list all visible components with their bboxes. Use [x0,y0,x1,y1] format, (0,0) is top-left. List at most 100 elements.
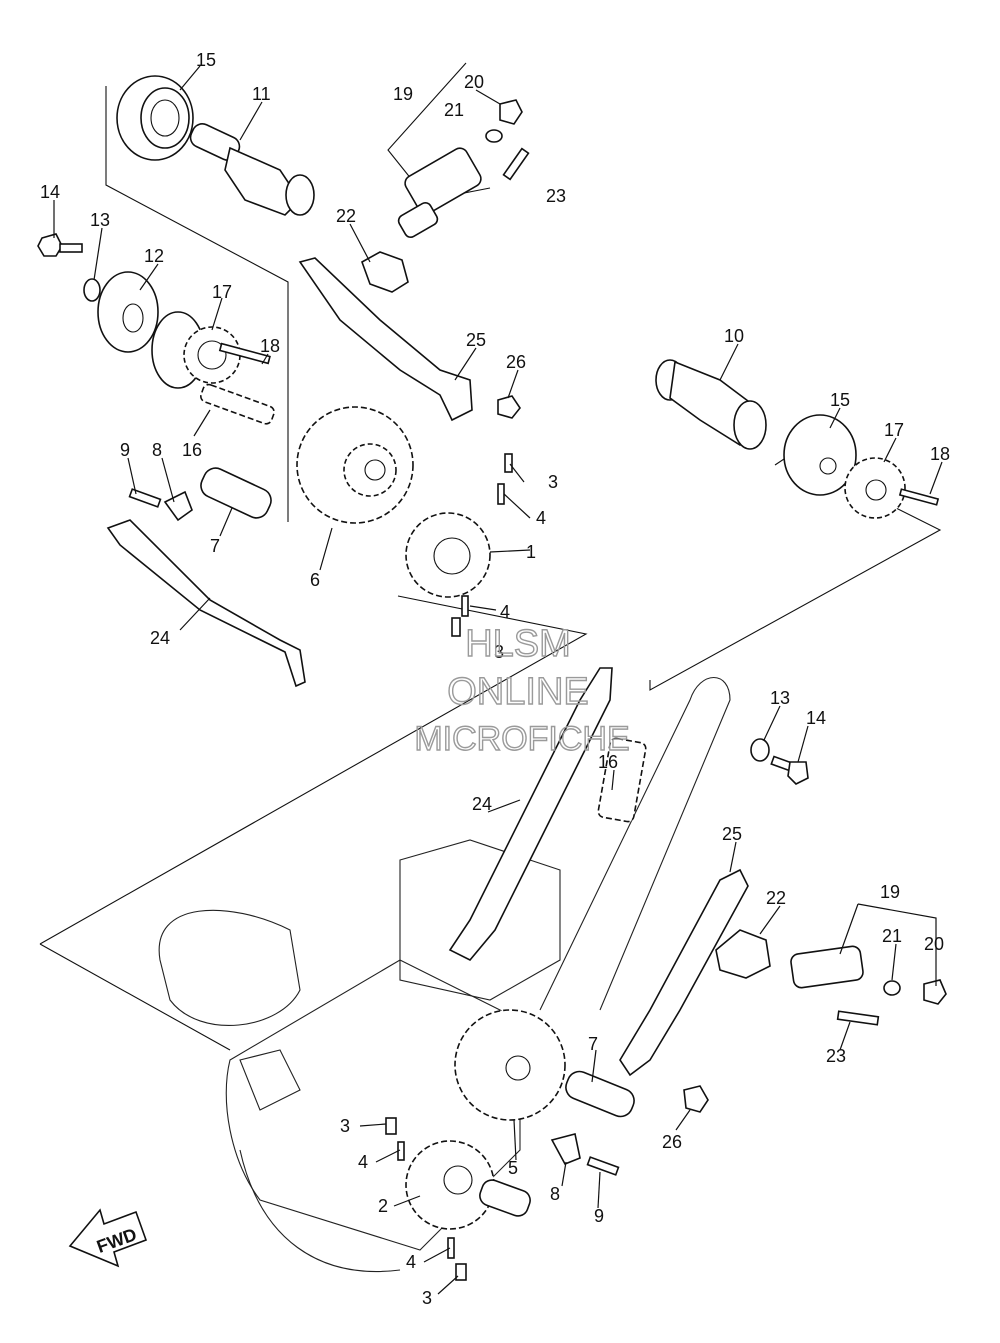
callout-14-lower: 14 [806,708,826,728]
bolt-26-lower [683,1085,709,1113]
callout-18-right: 18 [930,444,950,464]
sprocket-17-right-teeth [844,457,906,519]
bolt-head [37,233,63,257]
callout-25-lower: 25 [722,824,742,844]
callout-19-upper: 19 [393,84,413,104]
pin-4-b [461,595,469,617]
crank-web-upper [399,839,561,1001]
tensioner-plunger [397,202,439,238]
callout-14-upper: 14 [40,182,60,202]
callout-25-upper: 25 [466,330,486,350]
callout-3-b: 3 [494,642,504,662]
callout-13-upper: 13 [90,210,110,230]
callout-4-d: 4 [406,1252,416,1272]
callout-5: 5 [508,1158,518,1178]
gear-6-hub [364,459,386,481]
callout-8-lower: 8 [550,1184,560,1204]
washer-13-upper [83,278,101,302]
callout-21-lower: 21 [882,926,902,946]
watermark-line1: HLSM [465,623,571,665]
cam-plate-12 [97,271,159,353]
camshaft-10-lobe [733,400,767,450]
callout-16-lower: 16 [598,752,618,772]
camshaft-end [285,174,315,216]
callout-15-right: 15 [830,390,850,410]
watermark-line2: ONLINE [447,671,588,713]
callout-26-upper: 26 [506,352,526,372]
dowel-pin-18-right [898,488,940,506]
callout-7-lower: 7 [588,1034,598,1054]
callout-16-upper: 16 [182,440,202,460]
chain-guide-24-upper [106,519,306,688]
gear-5 [454,1009,566,1121]
cap-bolt-20-lower [923,979,947,1005]
chain-guide-25-lower [619,868,749,1077]
plate-8-lower [550,1133,581,1166]
callout-15-upper: 15 [196,50,216,70]
leader-lines [53,65,943,1295]
callout-18-upper: 18 [260,336,280,356]
callout-9-upper: 9 [120,440,130,460]
bearing-15-right [783,414,857,496]
callout-19-lower: 19 [880,882,900,902]
tensioner-19-upper [397,99,530,238]
cam-plate-outer [97,271,159,353]
left-group-boundary [39,595,588,945]
bolt-14-lower-head [787,761,809,785]
shaft-7-upper [200,467,272,519]
gear-2 [405,1140,531,1230]
callout-12: 12 [144,246,164,266]
spring-3-d [455,1263,467,1281]
fwd-arrow: FWD [68,1208,148,1268]
chain-16-lower [597,737,647,823]
tensioner-body [404,147,482,215]
callout-13-lower: 13 [770,688,790,708]
gear-6-sprocket [343,443,397,497]
crank-lower-curve [239,1149,401,1272]
callout-20-upper: 20 [464,72,484,92]
crankpin [239,1049,301,1111]
callout-3-a: 3 [548,472,558,492]
bearing-inner [140,87,190,149]
sprocket-17-right-hub [865,479,887,501]
chain-16-upper [200,383,275,425]
bolt-14-lower [770,755,809,785]
callout-23-lower: 23 [826,1046,846,1066]
bolt-9-lower [586,1156,620,1176]
lower-boundary [39,943,231,1051]
fwd-arrow-shape [68,1208,148,1268]
camshaft-group-bracket [105,86,289,522]
bolt-23-lower [836,1010,880,1026]
bolt-26-upper [497,395,521,419]
watermark-line3: MICROFICHE [414,720,629,758]
callout-10: 10 [724,326,744,346]
gear-1 [405,512,491,598]
bolt-23-upper [502,147,530,181]
cam-plate-hub [122,303,144,333]
callout-23-upper: 23 [546,186,566,206]
sprocket-teeth [183,326,241,384]
callout-1: 1 [526,542,536,562]
callout-24-upper: 24 [150,628,170,648]
callout-4-b: 4 [500,602,510,622]
bearing-bore [150,99,180,137]
crankshaft-end [479,1179,531,1217]
bearing-15-upper [116,75,194,161]
spring-3-c [385,1117,397,1135]
gasket-22-upper [361,251,409,293]
gear-2-hub [443,1165,473,1195]
dowel-pin-18 [218,342,271,365]
callout-9-lower: 9 [594,1206,604,1226]
tensioner-19-lower-body [790,945,864,989]
callout-4-a: 4 [536,508,546,528]
callout-17-right: 17 [884,420,904,440]
chain-guide-24-lower [448,667,613,961]
bolt-shank [59,243,83,253]
gear-5-teeth [454,1009,566,1121]
camshaft-10 [655,359,767,450]
spring-3-b [451,617,461,637]
camshaft-lobe [224,146,302,216]
chain-guide-25-upper [298,257,473,422]
gasket-21-lower [883,980,901,996]
